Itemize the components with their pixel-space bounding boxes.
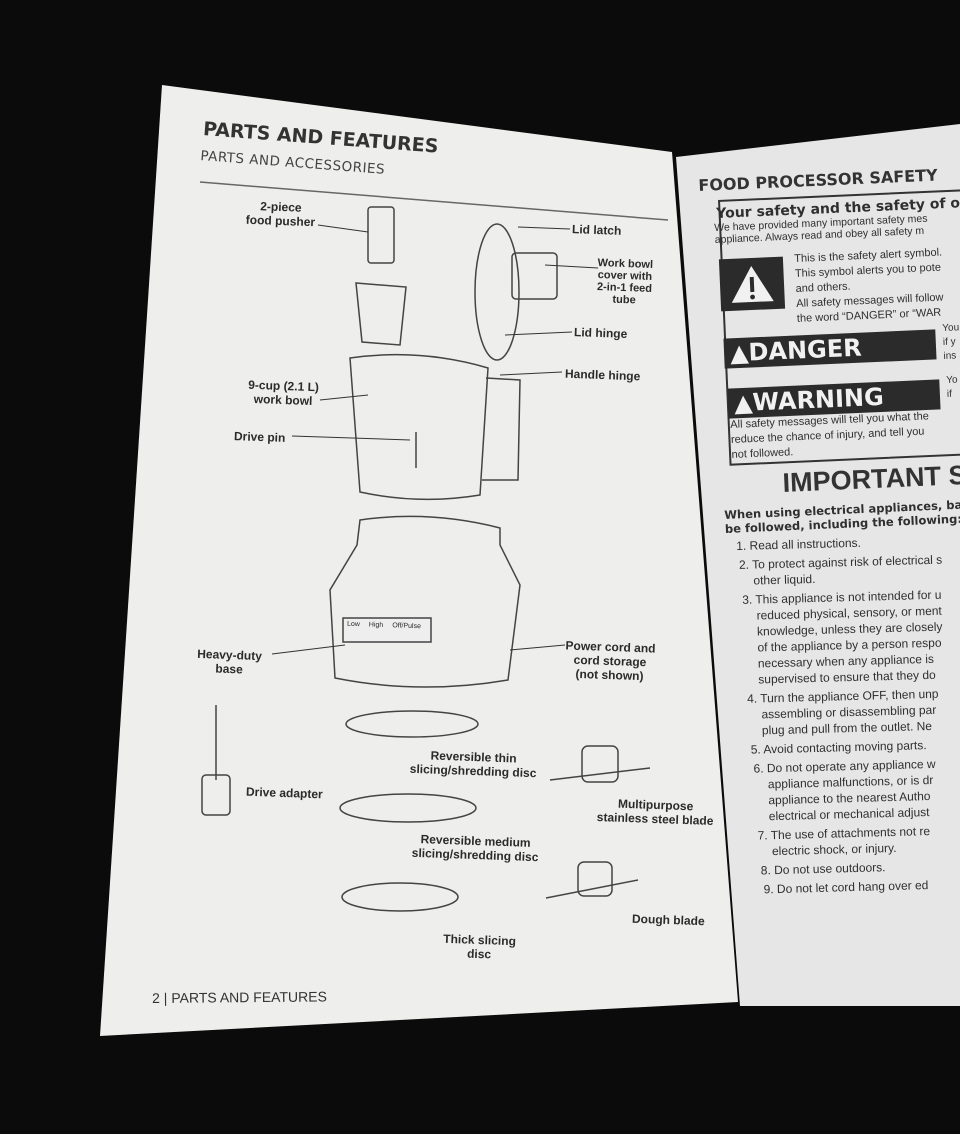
safeguard-line: 9. Do not let cord hang over ed bbox=[763, 878, 929, 897]
safeguard-item: 2. To protect against risk of electrical… bbox=[739, 552, 943, 589]
label-multipurpose-blade: Multipurpose stainless steel blade bbox=[596, 796, 714, 829]
leader-lines bbox=[271, 224, 599, 655]
footer-separator: | bbox=[163, 989, 168, 1006]
danger-label: DANGER bbox=[747, 333, 863, 367]
label-thick-disc: Thick slicing disc bbox=[443, 931, 517, 962]
warning-text: Yo if bbox=[946, 374, 959, 402]
high-button-label: High bbox=[368, 621, 384, 629]
symbol-description: This is the safety alert symbol. This sy… bbox=[794, 246, 945, 327]
safeguard-line: 8. Do not use outdoors. bbox=[760, 860, 886, 878]
work-bowl-illustration bbox=[349, 353, 521, 501]
safeguards-list: 1. Read all instructions.2. To protect a… bbox=[736, 533, 951, 901]
safeguard-line: 5. Avoid contacting moving parts. bbox=[750, 738, 927, 757]
safeguard-item: 8. Do not use outdoors. bbox=[761, 858, 951, 879]
label-lid-latch: Lid latch bbox=[571, 222, 622, 238]
safeguard-item: 5. Avoid contacting moving parts. bbox=[751, 737, 948, 758]
title-rule bbox=[199, 181, 669, 221]
danger-text: You if y ins bbox=[942, 321, 960, 364]
food-pusher-illustration bbox=[355, 206, 407, 346]
label-power-cord: Power cord and cord storage (not shown) bbox=[565, 638, 656, 684]
danger-text-line: ins bbox=[943, 350, 957, 362]
danger-text-line: You bbox=[942, 322, 960, 334]
footer-section: PARTS AND FEATURES bbox=[171, 988, 327, 1006]
label-drive-adapter: Drive adapter bbox=[245, 784, 323, 802]
label-handle-hinge: Handle hinge bbox=[564, 366, 641, 384]
label-lid-hinge: Lid hinge bbox=[573, 325, 628, 341]
label-food-pusher: 2-piece food pusher bbox=[245, 199, 316, 230]
safeguard-item: 9. Do not let cord hang over ed bbox=[763, 877, 950, 898]
safety-alert-symbol-icon bbox=[718, 256, 786, 312]
label-work-bowl: 9-cup (2.1 L) work bowl bbox=[248, 377, 320, 409]
warning-text-line: Yo bbox=[946, 374, 958, 386]
off-pulse-button-label: Off/Pulse bbox=[392, 622, 422, 631]
blade-illustrations bbox=[545, 745, 651, 899]
label-drive-pin: Drive pin bbox=[233, 429, 286, 445]
danger-text-line: if y bbox=[942, 336, 956, 348]
disc-illustrations bbox=[339, 710, 479, 912]
safety-closing: All safety messages will tell you what t… bbox=[730, 409, 930, 463]
low-button-label: Low bbox=[346, 620, 360, 629]
label-thin-disc: Reversible thin slicing/shredding disc bbox=[409, 748, 537, 781]
base-illustration bbox=[329, 515, 521, 688]
warning-text-line: if bbox=[946, 388, 953, 400]
page-number: 2 bbox=[152, 989, 160, 1006]
label-base: Heavy-duty base bbox=[197, 646, 263, 677]
label-medium-disc: Reversible medium slicing/shredding disc bbox=[411, 832, 539, 865]
label-work-bowl-cover: Work bowl cover with 2-in-1 feed tube bbox=[596, 257, 654, 307]
label-dough-blade: Dough blade bbox=[631, 911, 705, 929]
page-footer: 2 | PARTS AND FEATURES bbox=[152, 988, 327, 1006]
work-bowl-cover-illustration bbox=[474, 223, 558, 361]
drive-adapter-illustration bbox=[201, 705, 231, 816]
